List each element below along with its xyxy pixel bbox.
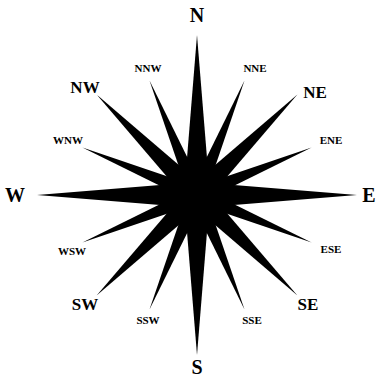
intercardinal-label: SE	[297, 296, 320, 313]
compass-point	[184, 35, 210, 195]
cardinal-label: E	[361, 185, 376, 205]
secondary-label: NNE	[242, 63, 267, 74]
compass-point	[197, 182, 357, 208]
intercardinal-label: SW	[71, 296, 99, 313]
intercardinal-label: NW	[69, 79, 100, 96]
cardinal-label: W	[4, 185, 26, 205]
secondary-label: SSW	[135, 315, 160, 326]
secondary-label: SSE	[241, 315, 263, 326]
cardinal-label: N	[189, 5, 205, 25]
secondary-label: WSW	[57, 246, 87, 257]
compass-point	[184, 195, 210, 355]
compass-point	[37, 182, 197, 208]
secondary-label: NNW	[134, 63, 163, 74]
secondary-label: ENE	[319, 135, 344, 146]
secondary-label: WNW	[52, 135, 84, 146]
intercardinal-label: NE	[302, 84, 328, 101]
secondary-label: ESE	[320, 244, 343, 255]
cardinal-label: S	[190, 357, 203, 377]
